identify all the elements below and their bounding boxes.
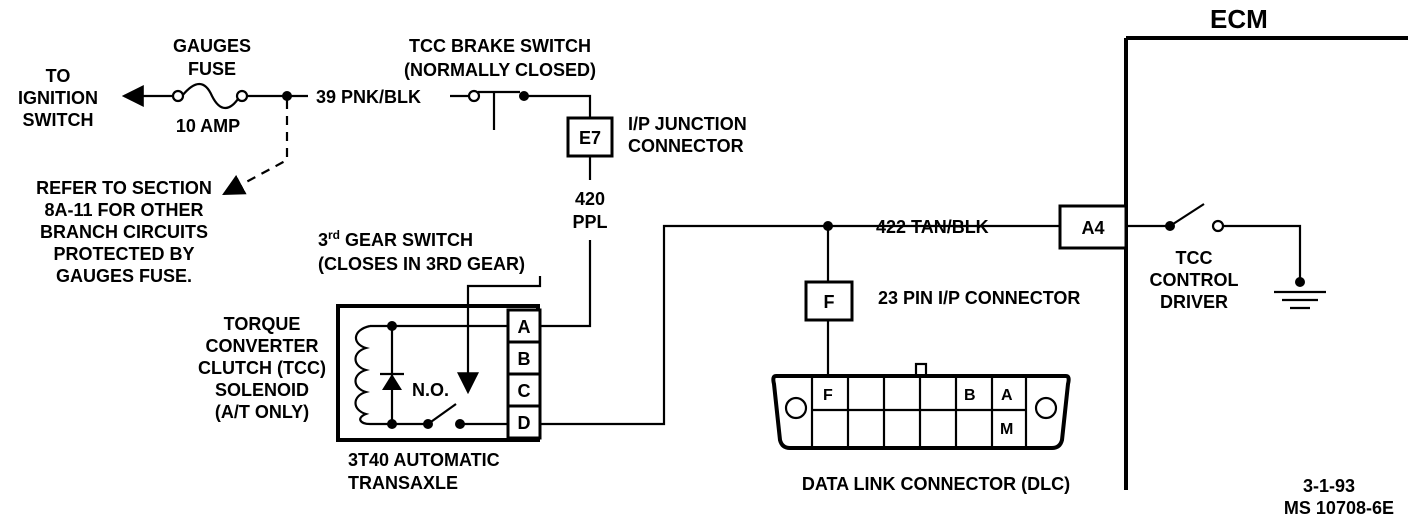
ecm-label: ECM	[1210, 4, 1268, 34]
to-ignition-label: TO IGNITION SWITCH	[18, 66, 98, 130]
svg-text:CONVERTER: CONVERTER	[205, 336, 318, 356]
third-gear-switch-label: 3rd GEAR SWITCH (CLOSES IN 3RD GEAR)	[318, 228, 525, 274]
svg-text:REFER TO SECTION: REFER TO SECTION	[36, 178, 212, 198]
svg-text:(A/T ONLY): (A/T ONLY)	[215, 402, 309, 422]
svg-text:TORQUE: TORQUE	[224, 314, 301, 334]
svg-text:FUSE: FUSE	[188, 59, 236, 79]
fuse-terminal-right	[235, 89, 249, 103]
branch-dashed-arrow	[222, 100, 289, 196]
svg-text:PPL: PPL	[572, 212, 607, 232]
f-label: F	[824, 292, 835, 312]
splice-dot	[282, 91, 292, 101]
svg-text:420: 420	[575, 189, 605, 209]
svg-text:DRIVER: DRIVER	[1160, 292, 1228, 312]
svg-text:GAUGES: GAUGES	[173, 36, 251, 56]
wire-422	[540, 224, 1060, 426]
svg-text:8A-11 FOR OTHER: 8A-11 FOR OTHER	[44, 200, 203, 220]
gauges-fuse-symbol	[181, 82, 241, 110]
svg-text:BRANCH CIRCUITS: BRANCH CIRCUITS	[40, 222, 208, 242]
dlc-mount-right	[1034, 396, 1058, 420]
ground-icon	[1274, 290, 1326, 310]
dlc-body	[771, 374, 1071, 450]
wire-422-label: 422 TAN/BLK	[876, 217, 989, 237]
svg-text:TRANSAXLE: TRANSAXLE	[348, 473, 458, 493]
wire-39-label: 39 PNK/BLK	[316, 87, 421, 107]
transaxle-label: 3T40 AUTOMATIC TRANSAXLE	[348, 450, 500, 493]
svg-text:TCC: TCC	[1176, 248, 1213, 268]
transaxle-pins: A B C D	[506, 308, 542, 440]
ms-label: MS 10708-6E	[1284, 498, 1394, 518]
svg-text:TCC BRAKE SWITCH: TCC BRAKE SWITCH	[409, 36, 591, 56]
tcc-brake-switch-label: TCC BRAKE SWITCH (NORMALLY CLOSED)	[404, 36, 596, 80]
pin-a	[506, 308, 542, 344]
svg-text:PROTECTED BY: PROTECTED BY	[53, 244, 194, 264]
connector-23-label: 23 PIN I/P CONNECTOR	[878, 288, 1080, 308]
svg-text:IGNITION: IGNITION	[18, 88, 98, 108]
wire-420	[538, 240, 592, 328]
svg-text:3rd GEAR SWITCH: 3rd GEAR SWITCH	[318, 228, 473, 250]
pin-d	[506, 404, 542, 440]
dlc-connector: F B A M	[771, 362, 1071, 450]
tcc-driver-blade	[1169, 203, 1205, 227]
svg-text:3T40 AUTOMATIC: 3T40 AUTOMATIC	[348, 450, 500, 470]
gauges-fuse-label: GAUGES FUSE	[173, 36, 251, 79]
solenoid-coil	[354, 324, 371, 426]
svg-text:CLUTCH (TCC): CLUTCH (TCC)	[198, 358, 326, 378]
svg-text:(NORMALLY CLOSED): (NORMALLY CLOSED)	[404, 60, 596, 80]
wire-420-label: 420 PPL	[572, 189, 607, 232]
ip-junction-label: I/P JUNCTION CONNECTOR	[628, 114, 747, 156]
dlc-pin-grid	[810, 376, 1028, 448]
dlc-pin-m: M	[1000, 421, 1013, 438]
date-label: 3-1-93	[1303, 476, 1355, 496]
fuse-terminal-left	[171, 89, 185, 103]
svg-text:C: C	[518, 381, 531, 401]
dlc-pin-f: F	[823, 387, 833, 404]
no-label: N.O.	[412, 380, 449, 400]
svg-text:SOLENOID: SOLENOID	[215, 380, 309, 400]
pin-c	[506, 372, 542, 408]
dlc-mount-left	[784, 396, 808, 420]
svg-text:(CLOSES IN 3RD GEAR): (CLOSES IN 3RD GEAR)	[318, 254, 525, 274]
dlc-pin-a: A	[1001, 387, 1013, 404]
wire-brake-to-e7	[528, 94, 592, 118]
dlc-pin-b: B	[964, 387, 976, 404]
fuse-rating: 10 AMP	[176, 116, 240, 136]
svg-text:GAUGES FUSE.: GAUGES FUSE.	[56, 266, 192, 286]
e7-label: E7	[579, 128, 601, 148]
brake-switch-terminal-left	[467, 89, 481, 103]
diode-triangle	[382, 374, 402, 390]
svg-text:A: A	[518, 317, 531, 337]
third-gear-pointer	[457, 276, 542, 395]
gear-switch-blade	[427, 403, 457, 425]
svg-text:SWITCH: SWITCH	[23, 110, 94, 130]
brake-switch-terminal-right	[519, 91, 529, 101]
svg-text:D: D	[518, 413, 531, 433]
solenoid-label: TORQUE CONVERTER CLUTCH (TCC) SOLENOID (…	[198, 314, 326, 422]
e7-connector	[566, 116, 614, 158]
refer-note: REFER TO SECTION 8A-11 FOR OTHER BRANCH …	[36, 178, 212, 286]
svg-text:B: B	[518, 349, 531, 369]
dlc-label: DATA LINK CONNECTOR (DLC)	[802, 474, 1070, 494]
tcc-driver-label: TCC CONTROL DRIVER	[1150, 248, 1239, 312]
svg-text:I/P JUNCTION: I/P JUNCTION	[628, 114, 747, 134]
wire-to-ground	[1222, 224, 1302, 278]
internal-node-bottom	[387, 419, 397, 429]
ground-node	[1295, 277, 1305, 287]
tcc-driver-terminal-right	[1211, 219, 1225, 233]
svg-text:CONTROL: CONTROL	[1150, 270, 1239, 290]
svg-text:CONNECTOR: CONNECTOR	[628, 136, 744, 156]
a4-label: A4	[1081, 218, 1104, 238]
svg-text:TO: TO	[46, 66, 71, 86]
